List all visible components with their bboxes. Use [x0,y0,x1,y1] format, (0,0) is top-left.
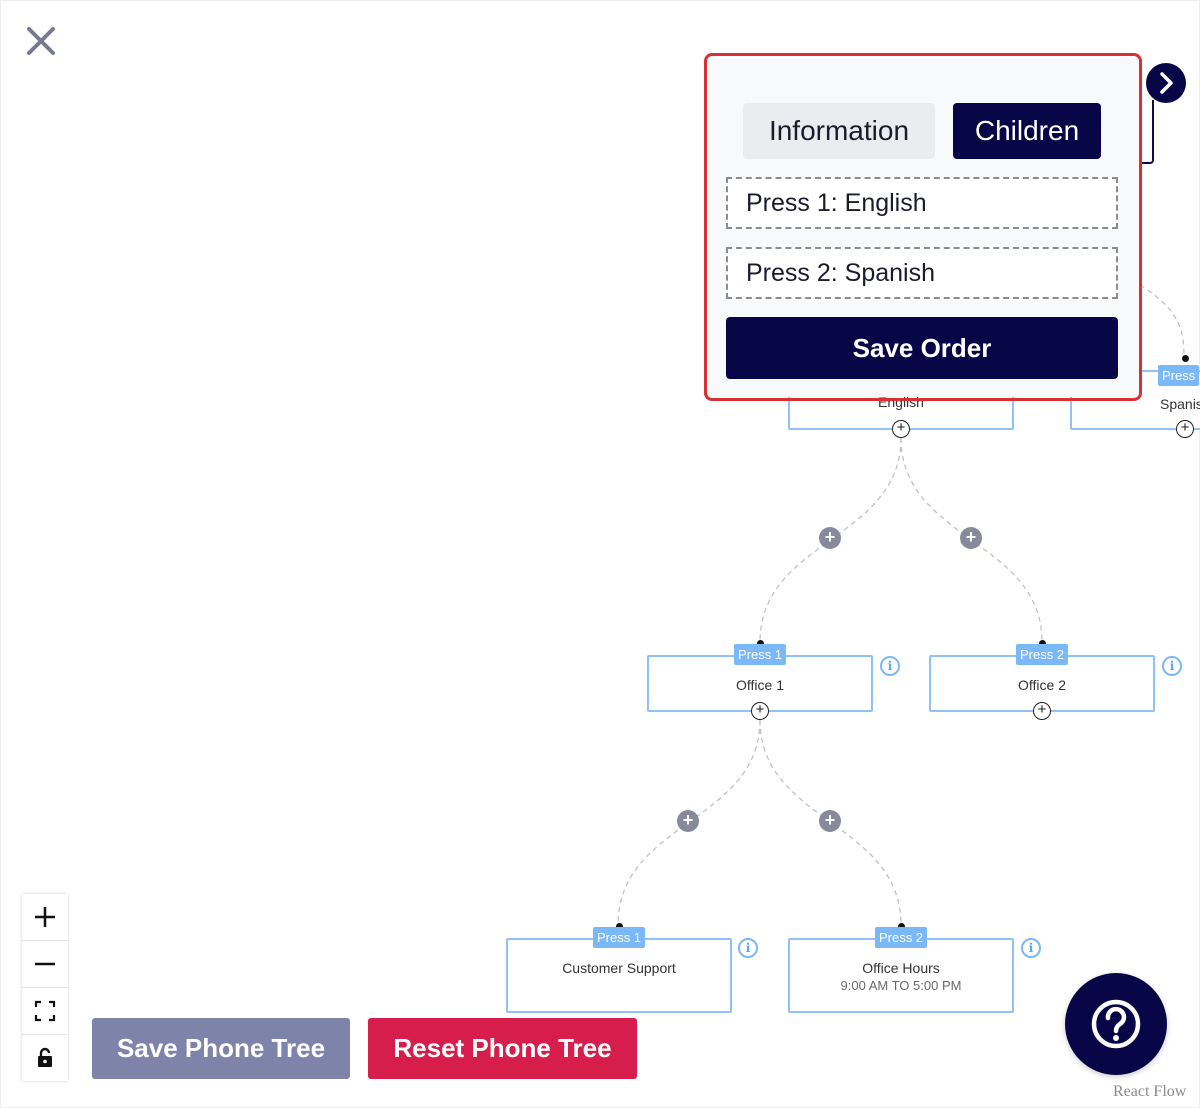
close-icon [27,27,55,55]
connection-handle[interactable] [1181,355,1189,362]
save-order-button[interactable]: Save Order [726,317,1118,379]
connection-handle[interactable] [756,640,764,647]
node-tag: Press 1 [592,927,646,948]
node-detail-panel: Information Children Press 1: English Pr… [709,58,1139,397]
node-customer-support[interactable]: Press 1 Customer Support [506,923,732,1013]
child-item-english[interactable]: Press 1: English [726,177,1118,229]
info-icon[interactable]: i [880,656,900,676]
zoom-in-button[interactable] [22,894,68,941]
add-node-office1-hours-icon[interactable]: + [819,810,841,832]
add-child-icon[interactable]: + [1033,702,1051,720]
node-name: Office Hours [862,960,940,976]
add-child-icon[interactable]: + [751,702,769,720]
zoom-out-button[interactable] [22,941,68,988]
question-icon [1091,999,1141,1049]
help-button[interactable] [1065,973,1167,1075]
panel-highlight [704,53,1142,401]
add-node-english-office1-icon[interactable]: + [819,527,841,549]
node-name: Office 1 [736,677,784,693]
plus-icon [35,907,55,927]
unlock-icon [38,1047,52,1067]
connection-handle[interactable] [897,923,905,930]
connection-handle[interactable] [615,923,623,930]
fit-view-icon [34,1000,56,1022]
close-button[interactable] [24,24,58,58]
react-flow-attribution[interactable]: React Flow [1113,1083,1187,1100]
add-node-english-office2-icon[interactable]: + [960,527,982,549]
collapse-panel-button[interactable] [1146,63,1186,103]
save-phone-tree-button[interactable]: Save Phone Tree [92,1018,350,1079]
node-hours: 9:00 AM TO 5:00 PM [840,978,962,993]
node-office-1[interactable]: Press 1 Office 1 + [647,640,873,720]
node-office-hours[interactable]: Press 2 Office Hours 9:00 AM TO 5:00 PM [788,923,1014,1013]
info-icon[interactable]: i [1021,938,1041,958]
minus-icon [35,962,55,966]
node-tag: Press 2 [874,927,928,948]
chevron-right-icon [1160,72,1173,94]
node-tag: Press 1 [733,644,787,665]
node-tag: Press [1158,365,1200,386]
node-office-2[interactable]: Press 2 Office 2 + [929,640,1155,720]
child-item-spanish[interactable]: Press 2: Spanish [726,247,1118,299]
add-child-icon[interactable]: + [892,420,910,438]
fit-view-button[interactable] [22,988,68,1035]
flow-controls [22,894,68,1081]
toggle-interactivity-button[interactable] [22,1035,68,1081]
info-icon[interactable]: i [1162,656,1182,676]
node-name: Office 2 [1018,677,1066,693]
node-name: Spanis [1160,396,1200,412]
add-node-office1-support-icon[interactable]: + [677,810,699,832]
node-name: Customer Support [562,960,676,976]
connection-handle[interactable] [1038,640,1046,647]
add-child-icon[interactable]: + [1176,420,1194,438]
node-tag: Press 2 [1015,644,1069,665]
tab-information[interactable]: Information [743,103,935,159]
info-icon[interactable]: i [738,938,758,958]
reset-phone-tree-button[interactable]: Reset Phone Tree [368,1018,637,1079]
tab-children[interactable]: Children [953,103,1101,159]
